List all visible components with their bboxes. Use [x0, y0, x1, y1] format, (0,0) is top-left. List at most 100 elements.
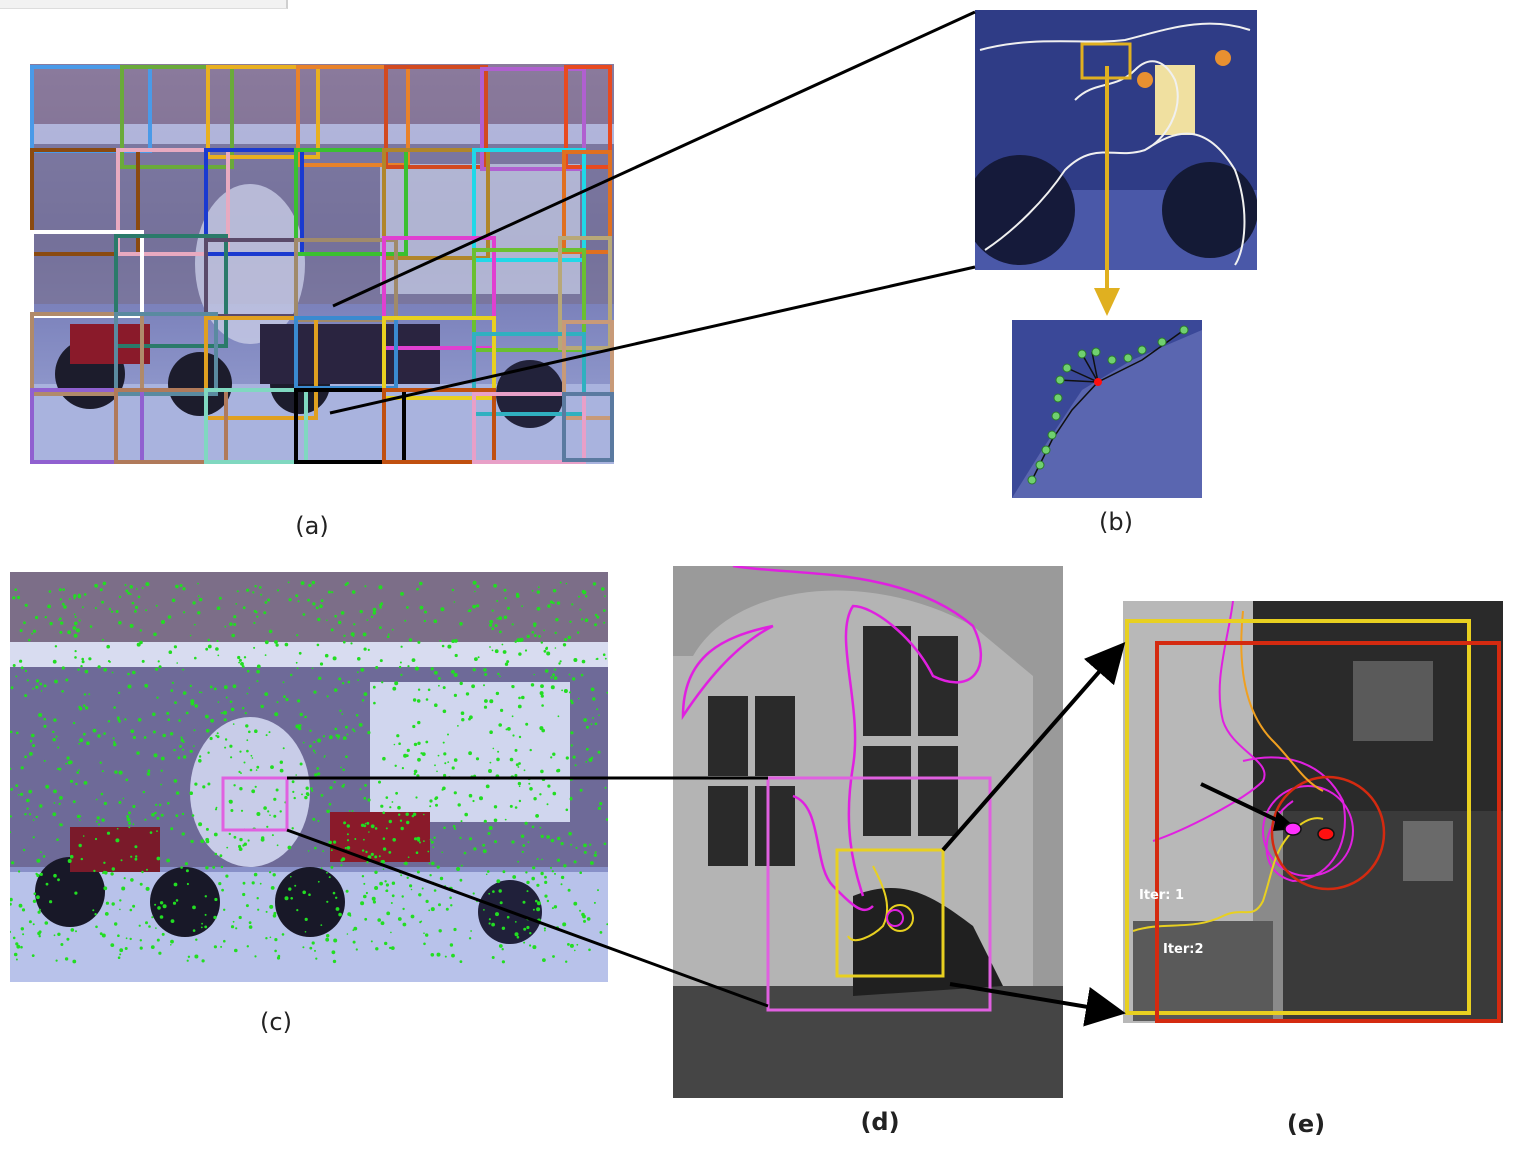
feature-point — [231, 633, 235, 638]
feature-point — [20, 792, 24, 796]
feature-point — [421, 752, 426, 756]
feature-point — [338, 620, 342, 625]
feature-point — [530, 683, 535, 687]
feature-point — [170, 944, 172, 946]
feature-point — [83, 704, 86, 707]
feature-point — [194, 656, 197, 660]
feature-point — [103, 886, 108, 891]
feature-point — [335, 907, 340, 911]
feature-point — [491, 649, 494, 652]
feature-point — [391, 801, 394, 803]
feature-point — [254, 785, 257, 788]
feature-point — [237, 655, 241, 660]
feature-point — [575, 846, 578, 849]
feature-point — [73, 594, 77, 598]
feature-point — [403, 753, 408, 758]
feature-point — [264, 654, 267, 656]
feature-point — [101, 818, 105, 822]
feature-point — [415, 851, 419, 854]
feature-point — [554, 631, 557, 635]
feature-point — [154, 903, 157, 906]
feature-point — [198, 755, 202, 758]
feature-point — [456, 867, 461, 871]
feature-point — [579, 909, 581, 912]
feature-point — [374, 886, 379, 890]
feature-point — [573, 901, 578, 906]
feature-point — [296, 634, 299, 637]
feature-point — [53, 802, 56, 804]
feature-point — [496, 600, 499, 602]
feature-point — [153, 753, 158, 758]
feature-point — [32, 836, 35, 839]
panel-b-image — [975, 10, 1257, 270]
feature-point — [355, 948, 358, 951]
connector-line-bottom — [329, 265, 976, 415]
feature-point — [370, 615, 373, 618]
feature-point — [540, 694, 544, 698]
feature-point — [438, 677, 441, 680]
feature-point — [392, 838, 397, 842]
feature-point — [95, 925, 98, 929]
feature-point — [295, 661, 298, 664]
feature-point — [536, 907, 541, 912]
feature-point — [78, 619, 81, 622]
feature-point — [425, 899, 429, 903]
feature-point — [380, 921, 385, 926]
feature-point — [499, 630, 502, 634]
feature-point — [75, 930, 77, 933]
feature-point — [499, 675, 501, 678]
feature-point — [159, 803, 162, 807]
feature-point — [170, 689, 174, 692]
feature-point — [451, 639, 455, 643]
feature-point — [351, 810, 354, 812]
feature-point — [355, 714, 359, 717]
feature-point — [550, 756, 553, 759]
feature-point — [352, 940, 356, 944]
feature-point — [20, 766, 24, 770]
feature-point — [215, 806, 218, 809]
feature-point — [568, 831, 572, 836]
feature-point — [102, 581, 107, 586]
feature-point — [235, 927, 238, 930]
feature-point — [394, 681, 399, 686]
feature-point — [216, 732, 219, 735]
feature-point — [362, 632, 367, 637]
feature-point — [492, 747, 495, 750]
feature-point — [489, 646, 491, 648]
feature-point — [583, 850, 587, 854]
feature-point — [246, 749, 249, 753]
feature-point — [55, 735, 58, 738]
feature-point — [263, 611, 267, 615]
feature-point — [517, 766, 520, 768]
feature-point — [493, 583, 497, 588]
feature-point — [290, 875, 292, 878]
feature-point — [139, 939, 142, 942]
feature-point — [139, 946, 143, 950]
feature-point — [454, 653, 458, 658]
feature-point — [333, 840, 337, 844]
feature-point — [54, 645, 58, 648]
feature-point — [225, 874, 229, 878]
feature-point — [75, 782, 78, 786]
feature-point — [309, 744, 312, 748]
feature-point — [483, 909, 485, 911]
feature-point — [42, 855, 46, 858]
feature-point — [317, 617, 321, 622]
feature-point — [419, 581, 423, 586]
feature-point — [200, 691, 203, 694]
feature-point — [214, 852, 218, 856]
feature-point — [233, 623, 237, 626]
feature-point — [507, 727, 511, 731]
feature-point — [291, 827, 294, 830]
feature-point — [107, 660, 111, 663]
feature-point — [380, 804, 384, 808]
feature-point — [535, 899, 538, 903]
feature-point — [401, 767, 404, 770]
feature-point — [465, 692, 470, 696]
feature-point — [54, 679, 58, 684]
feature-point — [540, 684, 544, 688]
feature-point — [146, 868, 148, 871]
feature-point — [393, 743, 396, 746]
feature-point — [328, 802, 332, 806]
feature-point — [512, 875, 517, 879]
